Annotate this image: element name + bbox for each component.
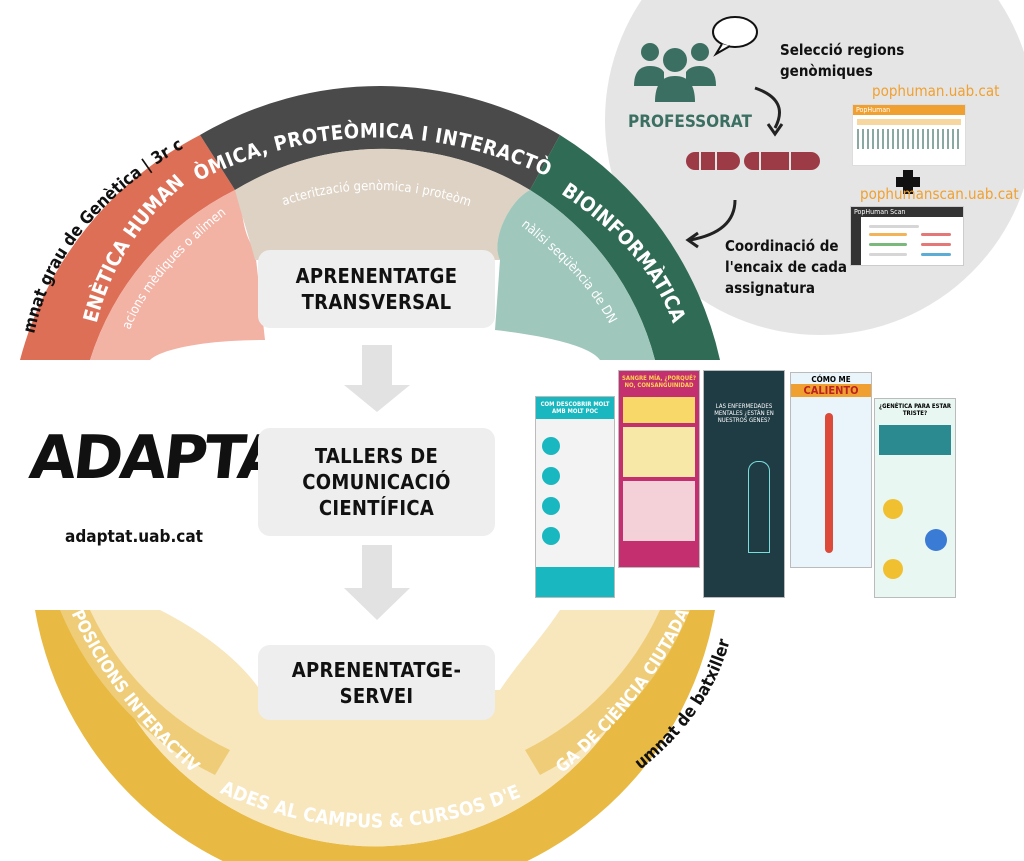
right-inner-band	[495, 190, 655, 360]
chromosome-icon	[686, 152, 820, 170]
pophuman-link[interactable]: pophuman.uab.cat	[872, 82, 1000, 100]
infographic-1: COM DESCOBRIR MOLT AMB MOLT POC	[535, 396, 615, 598]
infographic-4-title-2: CALIENTO	[791, 384, 871, 397]
top-arc	[200, 85, 560, 190]
pophumanscan-header: PopHuman Scan	[851, 207, 963, 217]
speech-bubble-icon	[712, 16, 758, 57]
left-arc	[20, 135, 235, 360]
bottom-left-band	[60, 610, 230, 775]
left-inner-band	[90, 190, 265, 360]
down-arrow-1	[344, 345, 410, 412]
pophuman-header: PopHuman	[853, 105, 965, 115]
servei-label: APRENENTATGE-SERVEI	[291, 657, 462, 708]
curved-arrow-1	[754, 86, 781, 129]
infographic-5-title: ¿GENÉTICA PARA ESTAR TRISTE?	[878, 403, 952, 417]
down-arrow-2	[344, 545, 410, 620]
transversal-line2: TRANSVERSAL	[301, 290, 452, 314]
bottom-right-band	[525, 610, 690, 775]
adaptat-url[interactable]: adaptat.uab.cat	[65, 527, 203, 547]
pophuman-screenshot: PopHuman	[852, 104, 966, 166]
people-icon	[634, 43, 716, 102]
infographic-5: ¿GENÉTICA PARA ESTAR TRISTE?	[874, 398, 956, 598]
step1-text: Selecció regions genòmiques	[780, 40, 904, 82]
transversal-box: APRENENTATGE TRANSVERSAL	[258, 250, 495, 328]
right-arc	[530, 135, 720, 360]
step1-line2: genòmiques	[780, 62, 873, 80]
infographic-4-title-1: CÓMO ME	[811, 375, 851, 384]
step2-line1: Coordinació de	[725, 237, 839, 255]
pophumanscan-screenshot: PopHuman Scan	[850, 206, 964, 266]
step2-line2: l'encaix de cada	[725, 258, 848, 276]
transversal-line1: APRENENTATGE	[295, 264, 458, 288]
plus-icon	[896, 170, 920, 194]
bottom-outer-arc	[35, 610, 715, 861]
infographic-4: CÓMO ME CALIENTO	[790, 372, 872, 568]
pophumanscan-link[interactable]: pophumanscan.uab.cat	[860, 185, 1019, 203]
infographic-1-title: COM DESCOBRIR MOLT AMB MOLT POC	[536, 397, 614, 419]
top-inner-band	[235, 148, 530, 260]
tallers-line3: CIENTÍFICA	[318, 496, 435, 520]
tallers-box: TALLERS DE COMUNICACIÓ CIENTÍFICA	[258, 428, 495, 536]
tallers-line2: COMUNICACIÓ	[302, 470, 451, 494]
curved-arrow-2	[689, 199, 737, 242]
step2-line3: assignatura	[725, 279, 815, 297]
infographic-2-title: SANGRE MÍA, ¿PORQUÉ? NO, CONSANGUINIDAD	[622, 375, 696, 389]
servei-box: APRENENTATGE-SERVEI	[258, 645, 495, 720]
step1-line1: Selecció regions	[780, 41, 905, 59]
step2-text: Coordinació de l'encaix de cada assignat…	[725, 236, 847, 299]
infographic-3: LAS ENFERMEDADES MENTALES ¿ESTÁN EN NUES…	[703, 370, 785, 598]
tallers-line1: TALLERS DE	[314, 444, 439, 468]
infographic-2: SANGRE MÍA, ¿PORQUÉ? NO, CONSANGUINIDAD	[618, 370, 700, 568]
infographic-3-title: LAS ENFERMEDADES MENTALES ¿ESTÁN EN NUES…	[714, 403, 774, 424]
bottom-inner-band	[90, 610, 660, 847]
professorat-label: PROFESSORAT	[628, 112, 752, 132]
